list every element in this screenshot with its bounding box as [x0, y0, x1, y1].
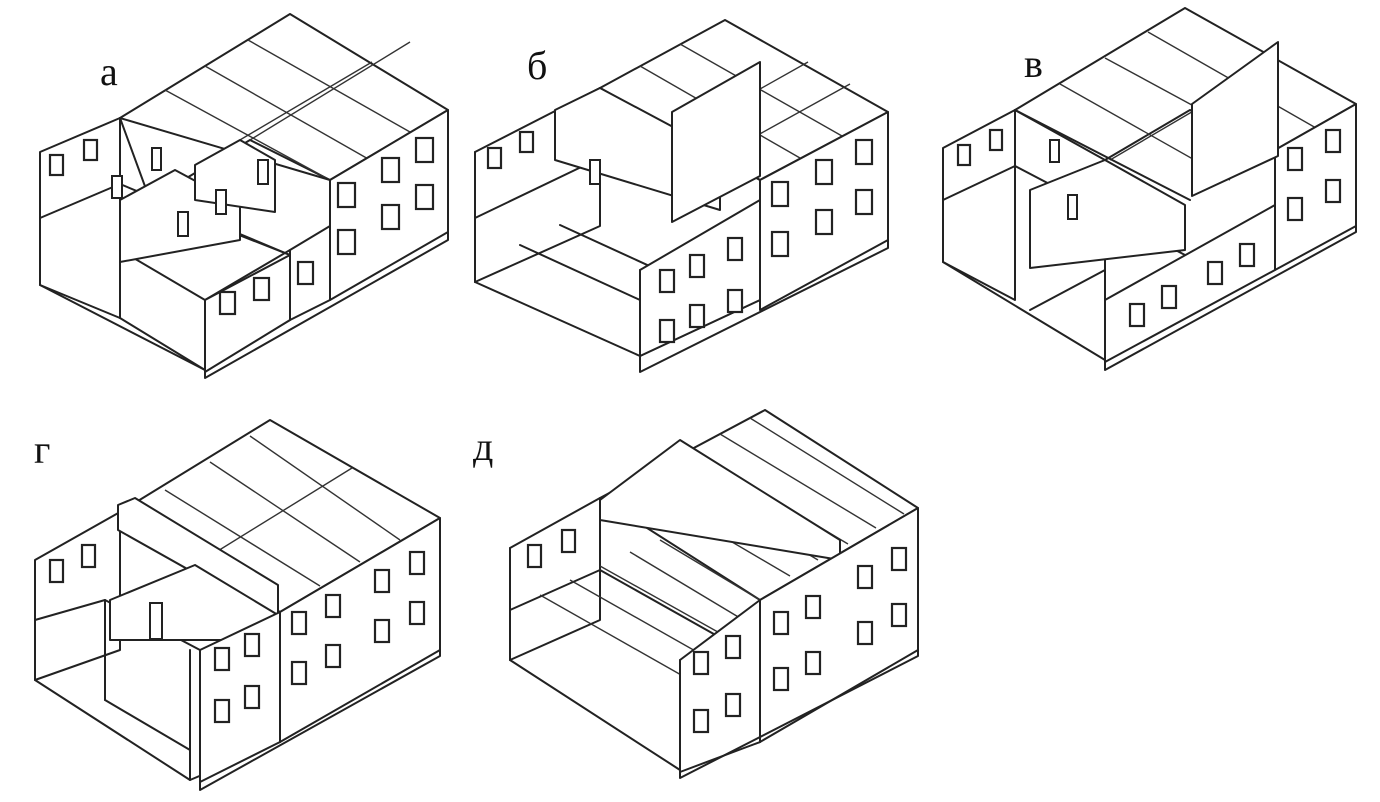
- panel-label-g: г: [34, 427, 51, 472]
- door-v1: [1049, 139, 1060, 163]
- windows-d: [526, 528, 908, 734]
- windows-a: [48, 136, 435, 316]
- panel-label-b: б: [527, 43, 548, 88]
- foundation-b: [639, 239, 889, 373]
- tall-wall-b: [671, 61, 761, 223]
- panel-label-v: в: [1024, 41, 1043, 86]
- front-wall-d: [679, 599, 761, 773]
- tall-wall-v: [1191, 41, 1279, 197]
- roof-grid-g: [164, 435, 401, 587]
- foundation-g: [199, 649, 441, 791]
- panel-label-a: а: [100, 49, 118, 94]
- building-d: [509, 409, 919, 779]
- windows-b: [486, 130, 874, 344]
- building-a: [39, 13, 449, 379]
- door-b: [589, 159, 601, 185]
- door-v2: [1067, 194, 1078, 220]
- foundation-a: [204, 231, 449, 379]
- building-v: [942, 7, 1357, 371]
- left-end-wall-v: [942, 109, 1016, 301]
- building-g: [34, 419, 441, 791]
- foundation-v: [1104, 225, 1357, 371]
- building-b: [474, 19, 889, 373]
- foundation-d: [679, 649, 919, 779]
- doors-a: [111, 147, 269, 237]
- tall-wall-g: [117, 497, 279, 621]
- left-end-wall-g: [34, 511, 121, 681]
- front-wall-v: [1104, 204, 1276, 363]
- partition-v: [1029, 159, 1186, 269]
- left-end-wall-d: [509, 497, 601, 661]
- door-g: [149, 602, 163, 640]
- left-end-wall-a: [39, 117, 121, 319]
- windows-g: [48, 543, 426, 724]
- panel-label-d: д: [473, 424, 494, 469]
- windows-v: [956, 128, 1342, 328]
